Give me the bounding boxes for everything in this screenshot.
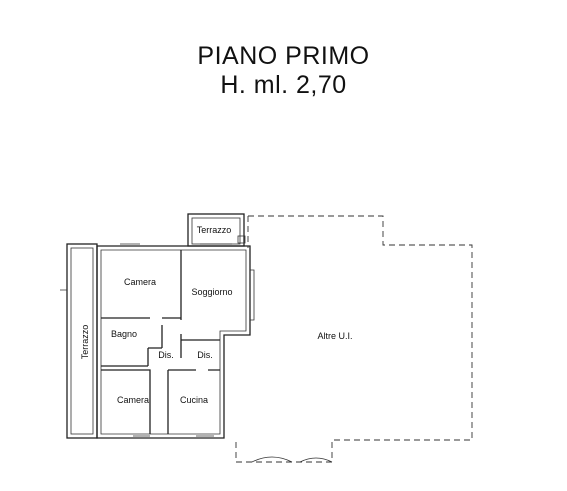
altre-ui-boundary	[235, 215, 473, 463]
wall-bagno	[101, 348, 149, 367]
label-soggiorno: Soggiorno	[191, 287, 232, 297]
label-camera-top: Camera	[124, 277, 156, 287]
wall-bagno-right	[148, 325, 163, 349]
label-camera-bottom: Camera	[117, 395, 149, 405]
outer-wall-inner	[100, 249, 247, 435]
label-dis-right: Dis.	[197, 350, 213, 360]
wall-camera-bottom	[101, 369, 151, 434]
plan-title: PIANO PRIMO	[197, 42, 370, 70]
wall-cucina	[167, 369, 220, 434]
terrazzo-side-inner	[70, 247, 94, 435]
label-terrazzo-side: Terrazzo	[80, 325, 90, 360]
entry-door-arcs	[251, 456, 333, 463]
label-dis-left: Dis.	[158, 350, 174, 360]
window-marks	[60, 243, 255, 437]
ceiling-height: H. ml. 2,70	[220, 71, 347, 99]
label-terrazzo-top: Terrazzo	[197, 225, 232, 235]
label-bagno: Bagno	[111, 329, 137, 339]
outer-wall	[96, 245, 251, 439]
label-altre-ui: Altre U.I.	[317, 331, 352, 341]
chimney-mark	[237, 235, 246, 244]
label-cucina: Cucina	[180, 395, 208, 405]
